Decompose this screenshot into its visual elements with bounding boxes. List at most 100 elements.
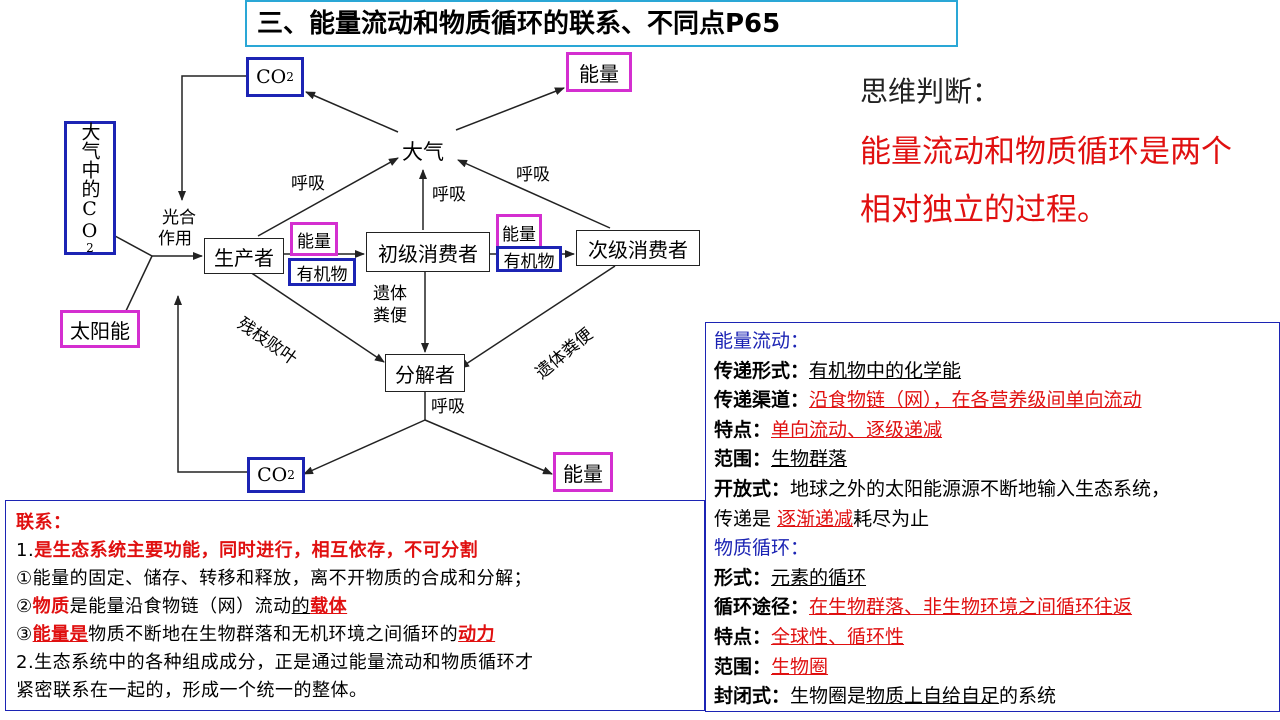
mc-form-value: 元素的循环 [771, 566, 867, 589]
relationship-p1a: ①能量的固定、储存、转移和释放，离不开物质的合成和分解； [16, 568, 533, 589]
mc-path-row: 循环途径：在生物群落、非生物环境之间循环往返 [714, 593, 1271, 623]
ef-channel-key: 传递渠道： [714, 389, 810, 412]
co2-bottom-sub: 2 [287, 468, 295, 482]
p2-red-2: 载体 [310, 596, 348, 617]
respiration-label-decomposer: 呼吸 [431, 397, 465, 417]
energy-tag-2: 能量 [496, 214, 542, 250]
ef-feature-value: 单向流动、逐级递减 [771, 418, 943, 441]
ef-open-value: 地球之外的太阳能源源不断地输入生态系统， [790, 477, 1171, 500]
atmosphere-label: 大气 [402, 140, 444, 164]
co2-bottom-label: CO [257, 464, 288, 486]
organic-tag-2: 有机物 [496, 246, 562, 272]
solar-energy-label: 太阳能 [70, 318, 130, 343]
ef-mode-key: 传递形式： [714, 359, 810, 382]
p2-mid-1: 是能量 [69, 596, 126, 617]
comparison-panel: 能量流动： 传递形式：有机物中的化学能 传递渠道：沿食物链（网），在各营养级间单… [705, 322, 1280, 712]
ef-mode-row: 传递形式：有机物中的化学能 [714, 357, 1271, 387]
energy-flow-title: 能量流动： [714, 330, 810, 352]
primary-consumer-node: 初级消费者 [366, 232, 490, 272]
energy-tag-1-label: 能量 [297, 231, 331, 252]
decomposer-label: 分解者 [395, 362, 455, 387]
mc-closed-row: 封闭式：生物圈是物质上自给自足的系统 [714, 682, 1271, 711]
energy-bottom-label: 能量 [563, 461, 603, 486]
p1-text: 是生态系统主要功能，同时进行，相互依存，不可分割 [34, 540, 479, 561]
decomposer-node: 分解者 [385, 354, 465, 392]
energy-top-node: 能量 [566, 52, 632, 92]
energy-top-label: 能量 [579, 61, 619, 86]
ef-feature-row: 特点：单向流动、逐级递减 [714, 416, 1271, 446]
respiration-label-secondary: 呼吸 [516, 165, 550, 185]
relationship-p4-line2: 紧密联系在一起的，形成一个统一的整体。 [16, 680, 368, 701]
ef-scope-key: 范围： [714, 448, 772, 471]
arrow-decomposer-co2 [303, 419, 426, 475]
relationship-title: 联系： [16, 512, 72, 533]
energy-bottom-node: 能量 [553, 452, 613, 492]
mc-form-key: 形式： [714, 566, 772, 589]
mc-path-key: 循环途径： [714, 596, 810, 619]
p3-red-2: 动力 [458, 624, 496, 645]
producer-node: 生产者 [204, 238, 284, 274]
ef-mode-value: 有机物中的化学能 [809, 359, 962, 382]
mc-feature-key: 特点： [714, 625, 772, 648]
mc-feature-row: 特点：全球性、循环性 [714, 623, 1271, 653]
atmospheric-co2-label: 大气中的CO [78, 122, 101, 242]
energy-tag-2-label: 能量 [502, 224, 536, 245]
arrow-producer-atmosphere [257, 157, 399, 237]
mc-closed-key: 封闭式： [714, 685, 791, 708]
secondary-consumer-label: 次级消费者 [588, 237, 688, 262]
mc-scope-key: 范围： [714, 655, 772, 678]
primary-consumer-label: 初级消费者 [378, 241, 478, 266]
p3-red-1: 能量是 [32, 624, 89, 645]
relationship-p3: ③能量是物质不断地在生物群落和无机环境之间循环的动力 [16, 621, 694, 649]
mc-closed-pre: 生物圈是 [790, 685, 867, 708]
ef-scope-value: 生物群落 [771, 448, 848, 471]
mc-path-value: 在生物群落、非生物环境之间循环往返 [809, 596, 1133, 619]
arrow-decomposer-energy [424, 419, 553, 475]
mc-scope-value: 生物圈 [771, 655, 829, 678]
ef-open-line2-pre: 传递是 [714, 507, 778, 530]
arrow-atmosphere-energy [455, 87, 565, 131]
ef-open-line2-post: 耗尽为止 [853, 507, 930, 530]
ef-channel-row: 传递渠道：沿食物链（网），在各营养级间单向流动 [714, 386, 1271, 416]
producer-label: 生产者 [214, 245, 274, 270]
relationship-panel: 联系： 1.是生态系统主要功能，同时进行，相互依存，不可分割 ①能量的固定、储存… [5, 500, 705, 711]
photosynthesis-label-line2: 作用 [158, 229, 192, 249]
ef-open-line2-red: 逐渐递减 [777, 507, 854, 530]
atmospheric-co2-sub: 2 [86, 241, 94, 255]
mc-form-row: 形式：元素的循环 [714, 564, 1271, 594]
matter-cycle-title: 物质循环： [714, 537, 810, 560]
relationship-p1: 1.是生态系统主要功能，同时进行，相互依存，不可分割 [16, 537, 694, 565]
remains-label-line1: 遗体 [373, 284, 407, 304]
p3-number: ③ [16, 624, 33, 645]
energy-tag-1: 能量 [290, 222, 338, 256]
organic-tag-2-label: 有机物 [503, 251, 555, 272]
organic-tag-1-label: 有机物 [296, 264, 348, 285]
mc-feature-value: 全球性、循环性 [771, 625, 905, 648]
respiration-label-producer: 呼吸 [291, 174, 325, 194]
solar-energy-node: 太阳能 [60, 310, 140, 348]
thinking-label: 思维判断： [860, 75, 1001, 108]
p2-mid-3: 的 [291, 596, 311, 617]
line-atmco2-junction [114, 235, 153, 257]
organic-tag-1: 有机物 [288, 258, 356, 286]
arrow-producer-decomposer [249, 271, 385, 363]
relationship-p2: ②物质是能量沿食物链（网）流动的载体 [16, 593, 694, 621]
ef-feature-key: 特点： [714, 418, 772, 441]
arrow-co2-to-producer [174, 295, 248, 473]
ef-open-row: 开放式：地球之外的太阳能源源不断地输入生态系统， [714, 475, 1271, 505]
relationship-p4-line1: 2.生态系统中的各种组成成分，正是通过能量流动和物质循环才 [16, 652, 534, 673]
arrow-secondary-decomposer [459, 265, 616, 369]
co2-top-sub: 2 [286, 70, 294, 84]
ef-open-key: 开放式： [714, 477, 791, 500]
ef-open-row-2: 传递是 逐渐递减耗尽为止 [714, 505, 1271, 535]
arrow-co2-to-photosynthesis [178, 75, 248, 201]
p2-number: ② [16, 596, 33, 617]
p3-mid: 物质不断地在生物群落和无机环境之间循环的 [88, 624, 459, 645]
photosynthesis-label-line1: 光合 [162, 208, 196, 228]
page-title: 三、能量流动和物质循环的联系、不同点P65 [245, 0, 958, 47]
thinking-line2: 相对独立的过程。 [860, 192, 1108, 228]
line-solar-junction [124, 255, 153, 314]
co2-top-label: CO [256, 66, 287, 88]
